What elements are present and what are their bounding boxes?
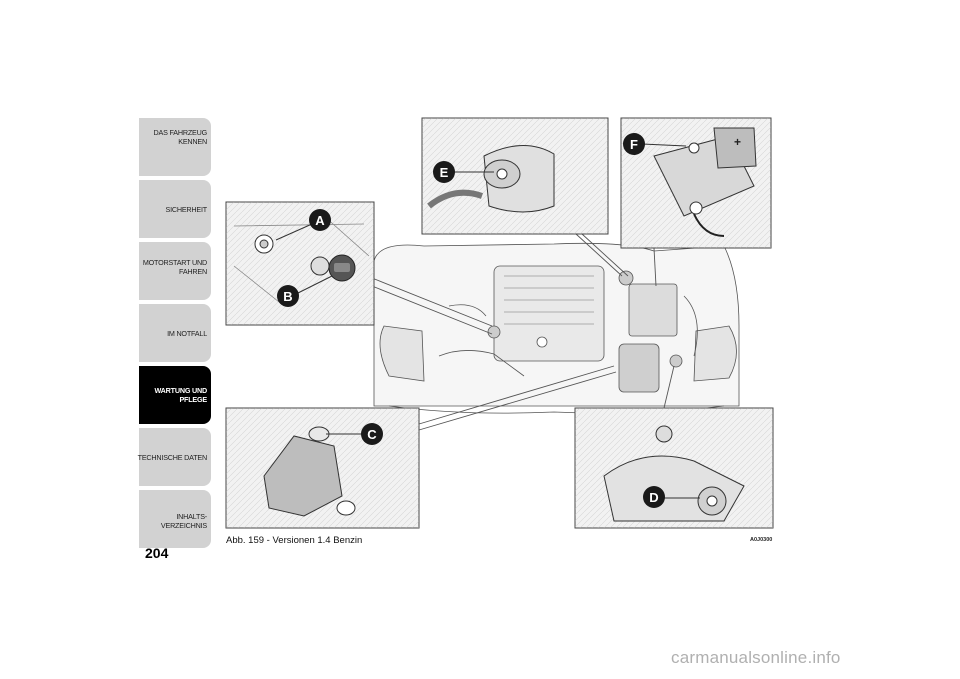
callout-d-label: D	[649, 490, 658, 505]
tab-label-line: DAS FAHRZEUG	[153, 128, 207, 137]
tab-label-line: INHALTS-	[176, 512, 207, 521]
tab-label-line: VERZEICHNIS	[160, 521, 207, 530]
panel-d	[574, 407, 774, 529]
callout-e-label: E	[440, 165, 449, 180]
callout-e: E	[433, 161, 455, 183]
figure-caption: Abb. 159 - Versionen 1.4 Benzin	[226, 535, 363, 546]
page-number: 204	[145, 545, 169, 561]
panel-e	[421, 117, 609, 235]
tab-wartung-und-pflege[interactable]: WARTUNG UND PFLEGE	[139, 366, 211, 424]
tab-label-line: FAHREN	[179, 267, 207, 276]
tab-label-line: SICHERHEIT	[165, 205, 207, 214]
callout-b-label: B	[283, 289, 292, 304]
footer-watermark[interactable]: carmanualsonline.info	[671, 648, 841, 667]
callout-d: D	[643, 486, 665, 508]
panel-ab	[225, 201, 375, 326]
tab-inhaltsverzeichnis[interactable]: INHALTS- VERZEICHNIS	[139, 490, 211, 548]
callout-c: C	[361, 423, 383, 445]
callout-f: F	[623, 133, 645, 155]
engine-bay-illustration: + A B E F C D	[225, 117, 774, 529]
figure-code: A0J0300	[750, 537, 773, 543]
panel-f: +	[620, 117, 772, 249]
callout-b: B	[277, 285, 299, 307]
tab-label-line: PFLEGE	[179, 395, 207, 404]
tab-im-notfall[interactable]: IM NOTFALL	[139, 304, 211, 362]
callout-a: A	[309, 209, 331, 231]
engine-bay-overview	[373, 242, 740, 414]
tab-technische-daten[interactable]: TECHNISCHE DATEN	[137, 428, 211, 486]
callout-c-label: C	[367, 427, 377, 442]
chapter-tabs: DAS FAHRZEUG KENNEN SICHERHEIT MOTORSTAR…	[137, 118, 211, 552]
connector-lines	[371, 233, 675, 431]
tab-motorstart-und-fahren[interactable]: MOTORSTART UND FAHREN	[139, 242, 211, 300]
battery-plus-sign: +	[734, 135, 741, 149]
tab-label-line: WARTUNG UND	[154, 386, 208, 395]
tab-das-fahrzeug-kennen[interactable]: DAS FAHRZEUG KENNEN	[139, 118, 211, 176]
tab-label-line: MOTORSTART UND	[142, 258, 207, 267]
tab-label-line: KENNEN	[178, 137, 207, 146]
callout-a-label: A	[315, 213, 325, 228]
tab-label-line: TECHNISCHE DATEN	[137, 453, 208, 462]
tab-sicherheit[interactable]: SICHERHEIT	[139, 180, 211, 238]
tab-label-line: IM NOTFALL	[167, 329, 207, 338]
callout-f-label: F	[630, 137, 638, 152]
panel-c	[225, 407, 420, 529]
